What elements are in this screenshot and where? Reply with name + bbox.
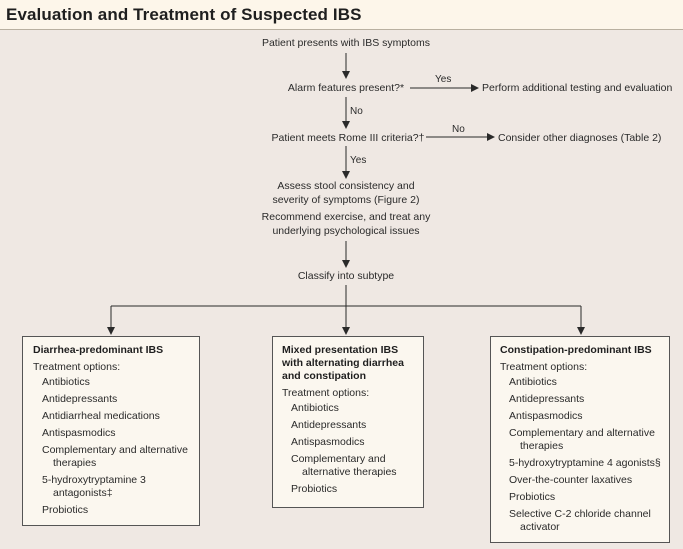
step-assess-line2: severity of symptoms (Figure 2)	[272, 194, 420, 206]
box-title: Diarrhea-predominant IBS	[33, 344, 164, 356]
list-item: Probiotics	[42, 504, 89, 516]
treatment-options-label: Treatment options:	[500, 361, 588, 373]
treatment-list: Antibiotics Antidepressants Antispasmodi…	[282, 402, 415, 496]
title-band: Evaluation and Treatment of Suspected IB…	[0, 0, 683, 30]
box-title: Constipation-predominant IBS	[500, 344, 652, 356]
box-mixed-presentation: Mixed presentation IBS with alternating …	[272, 336, 424, 508]
treatment-options-label: Treatment options:	[33, 361, 121, 373]
list-item: Probiotics	[291, 483, 338, 495]
label-no-alarm: No	[350, 106, 363, 117]
list-item: Antidepressants	[509, 393, 585, 405]
list-item: Antispasmodics	[42, 427, 116, 439]
list-item: Antispasmodics	[509, 410, 583, 422]
box-title: Mixed presentation IBS with alternating …	[282, 344, 404, 382]
step-assess-line1: Assess stool consistency and	[277, 180, 415, 192]
list-item: Antidepressants	[42, 393, 118, 405]
list-item: Antidepressants	[291, 419, 367, 431]
list-item: Antibiotics	[42, 376, 90, 388]
list-item: Over-the-counter laxatives	[509, 474, 633, 486]
list-item: Probiotics	[509, 491, 556, 503]
step-recommend-line2: underlying psychological issues	[272, 225, 420, 237]
treatment-list: Antibiotics Antidepressants Antidiarrhea…	[33, 376, 191, 517]
step-other-diagnoses: Consider other diagnoses (Table 2)	[498, 132, 662, 144]
step-patient-presents: Patient presents with IBS symptoms	[261, 37, 431, 49]
title-divider	[0, 29, 683, 30]
label-no-rome: No	[452, 124, 465, 135]
step-classify-subtype: Classify into subtype	[297, 270, 395, 282]
list-item: Antispasmodics	[291, 436, 365, 448]
step-additional-testing: Perform additional testing and evaluatio…	[482, 82, 673, 94]
label-yes-alarm: Yes	[435, 74, 452, 85]
box-diarrhea-predominant: Diarrhea-predominant IBS Treatment optio…	[22, 336, 200, 526]
step-recommend-line1: Recommend exercise, and treat any	[261, 211, 431, 223]
step-alarm-features: Alarm features present?*	[287, 82, 405, 94]
label-yes-rome: Yes	[350, 155, 367, 166]
treatment-list: Antibiotics Antidepressants Antispasmodi…	[500, 376, 661, 534]
page-title: Evaluation and Treatment of Suspected IB…	[6, 5, 362, 24]
list-item: 5-hydroxytryptamine 4 agonists§	[509, 457, 661, 469]
list-item: Antibiotics	[509, 376, 557, 388]
box-constipation-predominant: Constipation-predominant IBS Treatment o…	[490, 336, 670, 543]
list-item: Antidiarrheal medications	[42, 410, 160, 422]
step-rome-criteria: Patient meets Rome III criteria?†	[271, 132, 425, 144]
list-item: Antibiotics	[291, 402, 339, 414]
treatment-options-label: Treatment options:	[282, 387, 370, 399]
